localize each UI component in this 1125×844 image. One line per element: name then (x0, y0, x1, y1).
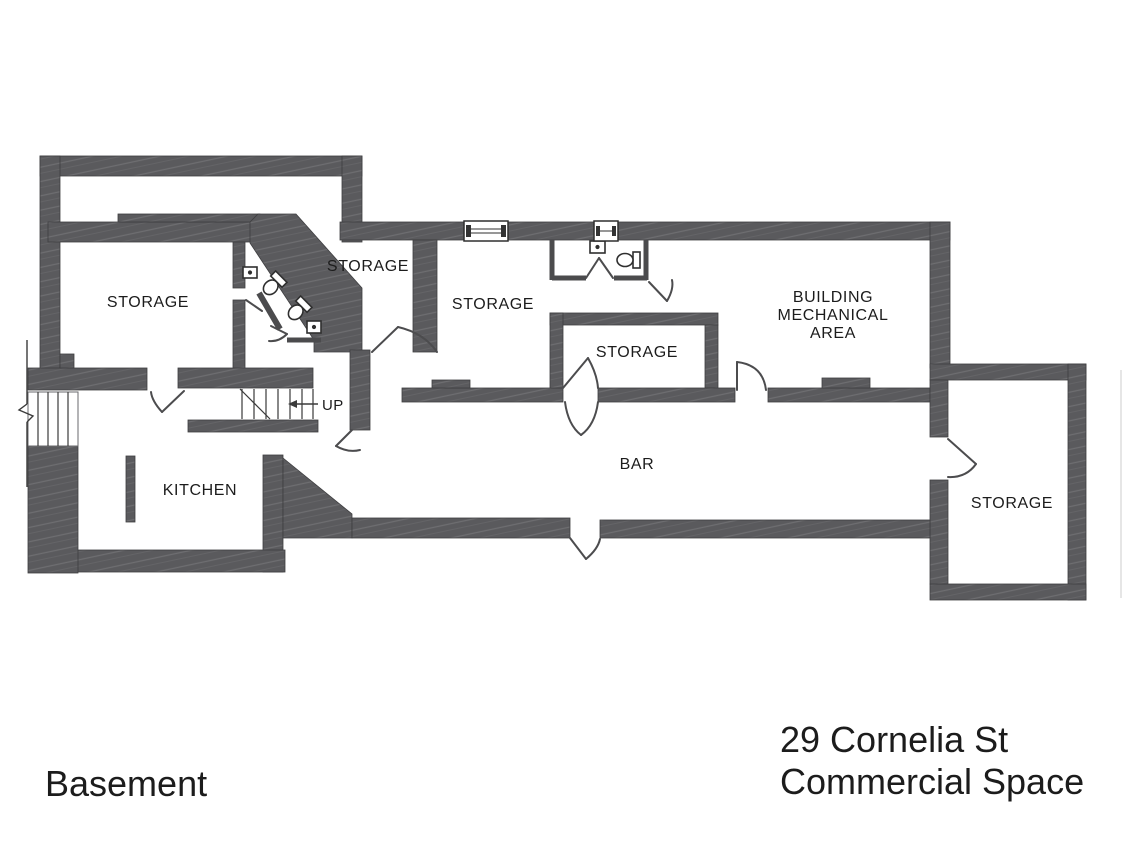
toilet-icon (262, 269, 289, 296)
room-label-storage-mid: STORAGE (452, 296, 534, 313)
door-storage-right (947, 438, 977, 479)
sink-icon (589, 240, 606, 254)
room-label-storage-right: STORAGE (971, 495, 1053, 512)
fixtures-layer (242, 220, 641, 334)
sink-icon (306, 320, 322, 334)
room-label-mech-line2: MECHANICAL (778, 307, 889, 324)
interior-stairs (239, 388, 318, 420)
stairs-up-label: UP (322, 397, 344, 414)
exterior-stairs (17, 340, 79, 487)
door-kitchen (150, 390, 185, 413)
room-label-storage-upper-mid: STORAGE (327, 258, 409, 275)
door-corridor (371, 326, 438, 353)
room-labels-layer: STORAGE STORAGE STORAGE STORAGE BUILDING… (107, 258, 1053, 512)
window-icon (463, 220, 509, 242)
doors-layer (150, 257, 977, 560)
door-wc-middle (585, 257, 614, 279)
floor-title: Basement (45, 763, 207, 804)
room-label-kitchen: KITCHEN (163, 482, 237, 499)
door-bar-double (564, 401, 599, 436)
door-bar-exterior (569, 537, 601, 560)
toilet-icon (287, 294, 314, 321)
address-line-2: Commercial Space (780, 761, 1084, 802)
room-label-mech-line3: AREA (810, 325, 856, 342)
up-arrow-icon (288, 400, 318, 408)
break-line-icon (17, 340, 35, 487)
room-label-bar: BAR (620, 456, 655, 473)
room-label-storage-left: STORAGE (107, 294, 189, 311)
window-icon (593, 220, 619, 242)
sink-icon (242, 266, 258, 279)
address-line-1: 29 Cornelia St (780, 719, 1008, 760)
door-mechanical (736, 361, 767, 391)
door-wc-left-1 (245, 299, 263, 312)
door-mech-corner (648, 279, 674, 302)
door-wc-left-2 (268, 325, 288, 343)
titles-layer: Basement 29 Cornelia St Commercial Space (45, 719, 1084, 804)
door-storage-inner (562, 357, 599, 389)
toilet-icon (616, 251, 641, 269)
walls-layer (27, 155, 1087, 601)
room-label-mech-line1: BUILDING (793, 289, 873, 306)
thin-walls-layer (256, 240, 649, 343)
door-stairs-vestibule (335, 429, 361, 452)
room-label-storage-inner: STORAGE (596, 344, 678, 361)
